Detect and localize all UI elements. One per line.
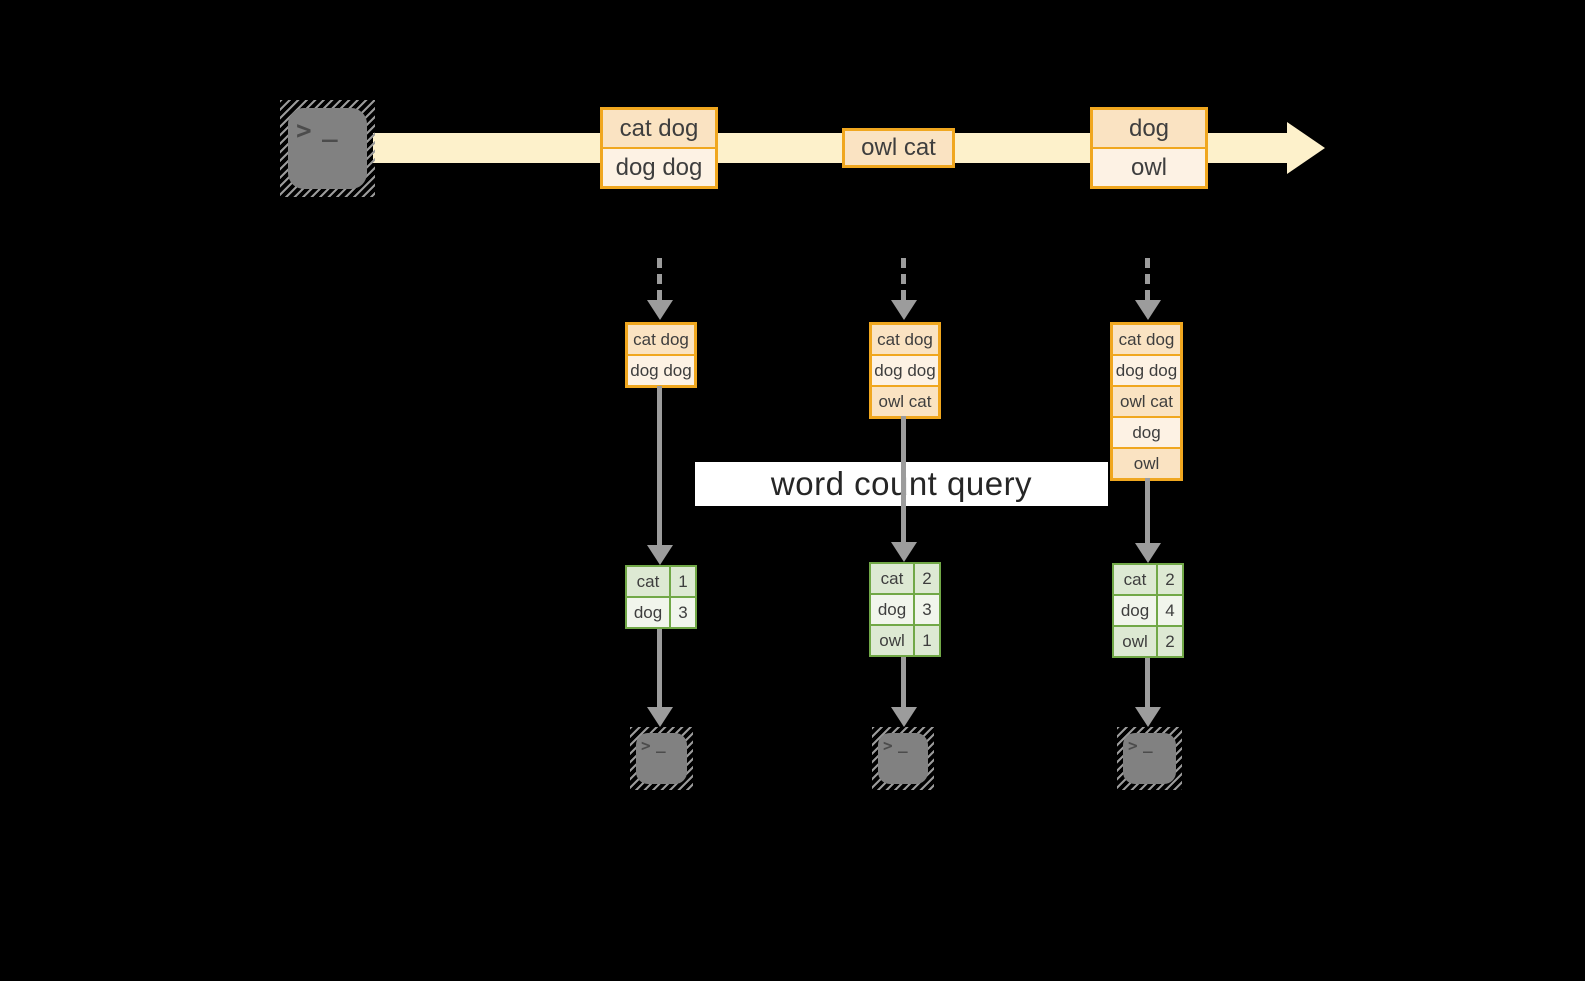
count-value: 4 [1158,596,1182,625]
batch-item: dog dog [603,147,715,186]
output-arrowhead-icon [647,707,673,727]
count-word: cat [627,567,669,596]
batch-item: dog [1093,110,1205,147]
count-word: cat [1114,565,1156,594]
state-item: dog dog [872,354,938,385]
count-value: 2 [1158,565,1182,594]
count-table-2: cat 2 dog 3 owl 1 [869,562,941,657]
input-state-box-2: cat dog dog dog owl cat [869,322,941,419]
query-arrow-line-2 [901,416,906,543]
trigger-arrowhead-icon [891,300,917,320]
prompt-chevron-icon: > [641,736,651,755]
count-table-3: cat 2 dog 4 owl 2 [1112,563,1184,658]
output-arrow-line-2 [901,656,906,708]
prompt-cursor-icon: _ [898,734,908,753]
prompt-chevron-icon: > [883,736,893,755]
prompt-cursor-icon: _ [322,113,338,143]
query-arrow-line-3 [1145,478,1150,544]
trigger-arrow-line-2 [901,258,906,300]
stream-timeline-arrowhead-icon [1287,122,1325,174]
terminal-screen [288,108,367,189]
state-item: dog dog [628,354,694,385]
count-word: dog [871,595,913,624]
output-arrow-line-3 [1145,657,1150,708]
count-value: 3 [671,598,695,627]
state-item: dog [1113,416,1180,447]
prompt-cursor-icon: _ [1143,734,1153,753]
stream-source-terminal-icon: > _ [280,100,375,197]
trigger-arrow-line-3 [1145,258,1150,300]
input-state-box-3: cat dog dog dog owl cat dog owl [1110,322,1183,481]
count-word: dog [627,598,669,627]
batch-item: owl cat [845,131,952,165]
query-arrowhead-icon [647,545,673,565]
batch-item: cat dog [603,110,715,147]
terminal-screen [636,733,687,784]
state-item: dog dog [1113,354,1180,385]
count-value: 3 [915,595,939,624]
count-word: owl [871,626,913,655]
trigger-arrowhead-icon [1135,300,1161,320]
query-arrowhead-icon [891,542,917,562]
state-item: cat dog [628,325,694,354]
sink-terminal-icon-1: > _ [630,727,693,790]
count-value: 2 [1158,627,1182,656]
count-value: 2 [915,564,939,593]
input-state-box-1: cat dog dog dog [625,322,697,388]
stream-batch-3: dog owl [1090,107,1208,189]
prompt-chevron-icon: > [296,116,312,146]
state-item: owl cat [1113,385,1180,416]
terminal-screen [1123,733,1176,784]
prompt-cursor-icon: _ [656,734,666,753]
state-item: owl [1113,447,1180,478]
state-item: owl cat [872,385,938,416]
terminal-screen [878,733,928,784]
state-item: cat dog [1113,325,1180,354]
state-item: cat dog [872,325,938,354]
output-arrow-line-1 [657,628,662,708]
count-table-1: cat 1 dog 3 [625,565,697,629]
count-word: cat [871,564,913,593]
output-arrowhead-icon [1135,707,1161,727]
sink-terminal-icon-2: > _ [872,727,934,790]
count-word: owl [1114,627,1156,656]
trigger-arrow-line-1 [657,258,662,300]
count-word: dog [1114,596,1156,625]
output-arrowhead-icon [891,707,917,727]
trigger-arrowhead-icon [647,300,673,320]
prompt-chevron-icon: > [1128,736,1138,755]
count-value: 1 [915,626,939,655]
stream-batch-1: cat dog dog dog [600,107,718,189]
count-value: 1 [671,567,695,596]
query-arrowhead-icon [1135,543,1161,563]
sink-terminal-icon-3: > _ [1117,727,1182,790]
stream-batch-2: owl cat [842,128,955,168]
query-arrow-line-1 [657,386,662,546]
batch-item: owl [1093,147,1205,186]
